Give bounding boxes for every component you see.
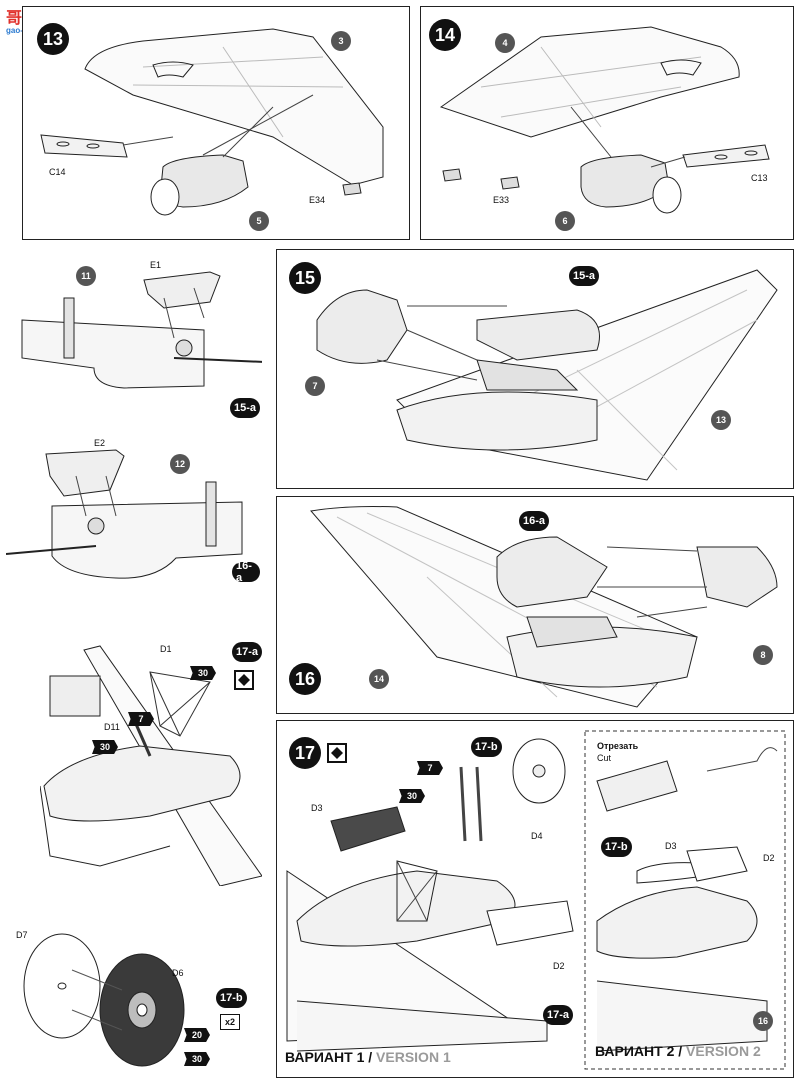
label-d1: D1 (160, 644, 172, 654)
step-13-drawing (40, 28, 384, 216)
sub-badge-16a-main: 16-a (519, 511, 550, 531)
step-17-drawing (286, 730, 786, 1070)
label-e2: E2 (94, 438, 106, 448)
step-14-drawing (439, 26, 770, 214)
part-13: 13 (711, 410, 731, 430)
diamond-icon-17 (327, 743, 347, 763)
label-d2: D2 (553, 961, 565, 971)
label-d2-v2: D2 (763, 853, 775, 863)
step-15a-area: 11 E1 15-a (14, 258, 262, 424)
step-15-badge: 15 (289, 262, 321, 294)
step-15a-drawing (21, 271, 262, 389)
paint-30-c: 30 (184, 1052, 210, 1066)
step-13-panel: 13 3 5 C14 E34 (22, 6, 410, 240)
paint-30-a: 30 (190, 666, 216, 680)
step-16-drawing (310, 506, 778, 708)
label-d7: D7 (16, 930, 28, 940)
sub-badge-17a: 17-a (232, 642, 263, 662)
part-3: 3 (331, 31, 351, 51)
part-6: 6 (555, 211, 575, 231)
cut-label-en: Cut (597, 753, 612, 763)
sub-badge-17a-main: 17-a (543, 1005, 574, 1025)
part-14: 14 (369, 669, 389, 689)
label-d11: D11 (104, 722, 120, 732)
step-17a-drawing (40, 645, 262, 886)
paint-30-d: 30 (399, 789, 425, 803)
variant-1-ru: ВАРИАНТ 1 (285, 1049, 365, 1065)
part-7: 7 (305, 376, 325, 396)
variant-1-sep: / (364, 1049, 377, 1065)
variant-2-en: VERSION 2 (686, 1043, 761, 1059)
step-17b-drawing (23, 933, 185, 1067)
label-d4: D4 (531, 831, 543, 841)
step-15-panel: 15 15-a 7 13 (276, 249, 794, 489)
cut-label-ru: Отрезать (597, 741, 639, 751)
step-17-badge: 17 (289, 737, 321, 769)
label-d3: D3 (311, 803, 323, 813)
step-16a-drawing (6, 449, 243, 579)
label-c13: C13 (751, 173, 768, 183)
step-17b-area: D7 D6 20 30 (12, 930, 262, 1070)
part-12: 12 (170, 454, 190, 474)
part-11: 11 (76, 266, 96, 286)
part-8: 8 (753, 645, 773, 665)
step-14-badge: 14 (429, 19, 461, 51)
step-16a-area: E2 12 16-a (6, 438, 260, 586)
multiplier-x2: x2 (220, 1014, 240, 1030)
label-e1: E1 (150, 260, 162, 270)
label-d6: D6 (172, 968, 184, 978)
variant-1-en: VERSION 1 (376, 1049, 451, 1065)
step-16-badge: 16 (289, 663, 321, 695)
variant-2-ru: ВАРИАНТ 2 (595, 1043, 675, 1059)
sub-badge-15a: 15-a (230, 398, 261, 418)
sub-badge-17b: 17-b (216, 988, 247, 1008)
step-13-badge: 13 (37, 23, 69, 55)
sub-badge-15a-main: 15-a (569, 266, 600, 286)
step-17a-area: D1 D11 30 7 30 (40, 636, 262, 886)
label-e33: E33 (493, 195, 510, 205)
part-16: 16 (753, 1011, 773, 1031)
sub-badge-16a: 16-a (232, 560, 260, 584)
variant-1-label: ВАРИАНТ 1 / VERSION 1 (285, 1049, 451, 1065)
label-c14: C14 (49, 167, 66, 177)
part-5: 5 (249, 211, 269, 231)
step-16-panel: 16-a 16 8 14 (276, 496, 794, 714)
part-4: 4 (495, 33, 515, 53)
label-d3-v2: D3 (665, 841, 677, 851)
paint-20: 20 (184, 1028, 210, 1042)
paint-30-b: 30 (92, 740, 118, 754)
variant-2-sep: / (674, 1043, 687, 1059)
variant-2-label: ВАРИАНТ 2 / VERSION 2 (595, 1043, 761, 1059)
step-15-drawing (316, 269, 778, 481)
paint-7-a: 7 (128, 712, 154, 726)
step-14-panel: 14 4 6 C13 E33 (420, 6, 794, 240)
diamond-icon-17a (234, 670, 254, 690)
sub-badge-17b-v2: 17-b (601, 837, 632, 857)
sub-badge-17b-main: 17-b (471, 737, 502, 757)
step-17-panel: 17 17-b 7 30 D3 D4 D2 17-a Отрезать Cut … (276, 720, 794, 1078)
paint-7-b: 7 (417, 761, 443, 775)
label-e34: E34 (309, 195, 326, 205)
